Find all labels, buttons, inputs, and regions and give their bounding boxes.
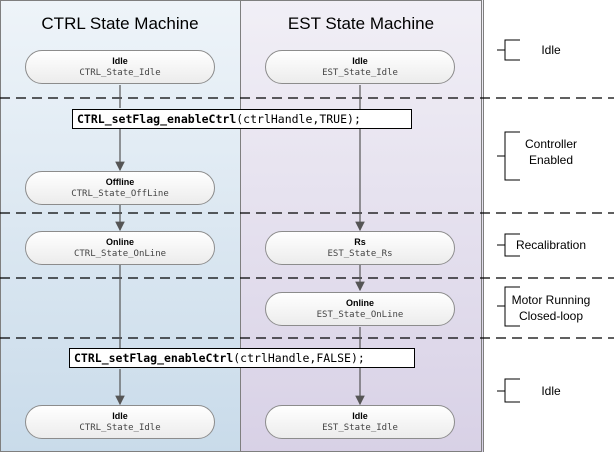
phase-bracket [497,39,520,61]
state-code: EST_State_OnLine [316,310,404,320]
phase-text: Enabled [528,153,574,167]
state-est-rs: Rs EST_State_Rs [265,231,455,265]
call-args: (ctrlHandle,FALSE); [233,351,365,365]
frame [0,0,482,452]
ctrl-column-title: CTRL State Machine [41,14,199,33]
state-est-idle-bottom: Idle EST_State_Idle [265,405,455,439]
state-ctrl-idle-bottom: Idle CTRL_State_Idle [25,405,215,439]
phase-label-idle-top: Idle [504,42,598,58]
call-args: (ctrlHandle,TRUE); [236,112,361,126]
call-function: CTRL_setFlag_enableCtrl [74,351,234,365]
phase-bracket [497,286,520,327]
state-ctrl-offline: Offline CTRL_State_OffLine [25,171,215,205]
state-name: Online [345,298,374,308]
state-ctrl-online: Online CTRL_State_OnLine [25,231,215,265]
phase-label-motor-running: Motor Running Closed-loop [504,292,598,324]
state-code: CTRL_State_OffLine [71,189,169,199]
state-name: Rs [354,237,366,247]
state-code: CTRL_State_Idle [79,423,161,433]
state-est-idle-top: Idle EST_State_Idle [265,50,455,84]
state-code: CTRL_State_Idle [79,68,161,78]
state-name: Idle [352,56,368,66]
phase-label-idle-bottom: Idle [504,383,598,399]
state-ctrl-idle-top: Idle CTRL_State_Idle [25,50,215,84]
phase-text: Idle [541,384,561,398]
state-code: EST_State_Idle [322,68,398,78]
phase-bracket [497,131,520,181]
phase-text: Controller [524,137,578,151]
phase-label-controller-enabled: Controller Enabled [504,136,598,168]
state-name: Online [105,237,134,247]
phase-text: Motor Running [511,293,591,307]
state-name: Idle [352,411,368,421]
state-name: Idle [112,56,128,66]
state-name: Idle [112,411,128,421]
disable-ctrl-call: CTRL_setFlag_enableCtrl(ctrlHandle,FALSE… [69,348,415,368]
state-name: Offline [105,177,135,187]
phase-bracket [497,378,520,403]
state-code: EST_State_Idle [322,423,398,433]
state-est-online: Online EST_State_OnLine [265,292,455,326]
phase-text: Idle [541,43,561,57]
state-code: EST_State_Rs [327,249,393,259]
phase-label-recalibration: Recalibration [504,237,598,253]
call-function: CTRL_setFlag_enableCtrl [77,112,237,126]
enable-ctrl-call: CTRL_setFlag_enableCtrl(ctrlHandle,TRUE)… [72,109,412,129]
phase-text: Recalibration [515,238,587,252]
phase-bracket [497,233,520,257]
phase-text: Closed-loop [518,309,584,323]
state-code: CTRL_State_OnLine [73,249,167,259]
est-column-title: EST State Machine [287,14,435,33]
